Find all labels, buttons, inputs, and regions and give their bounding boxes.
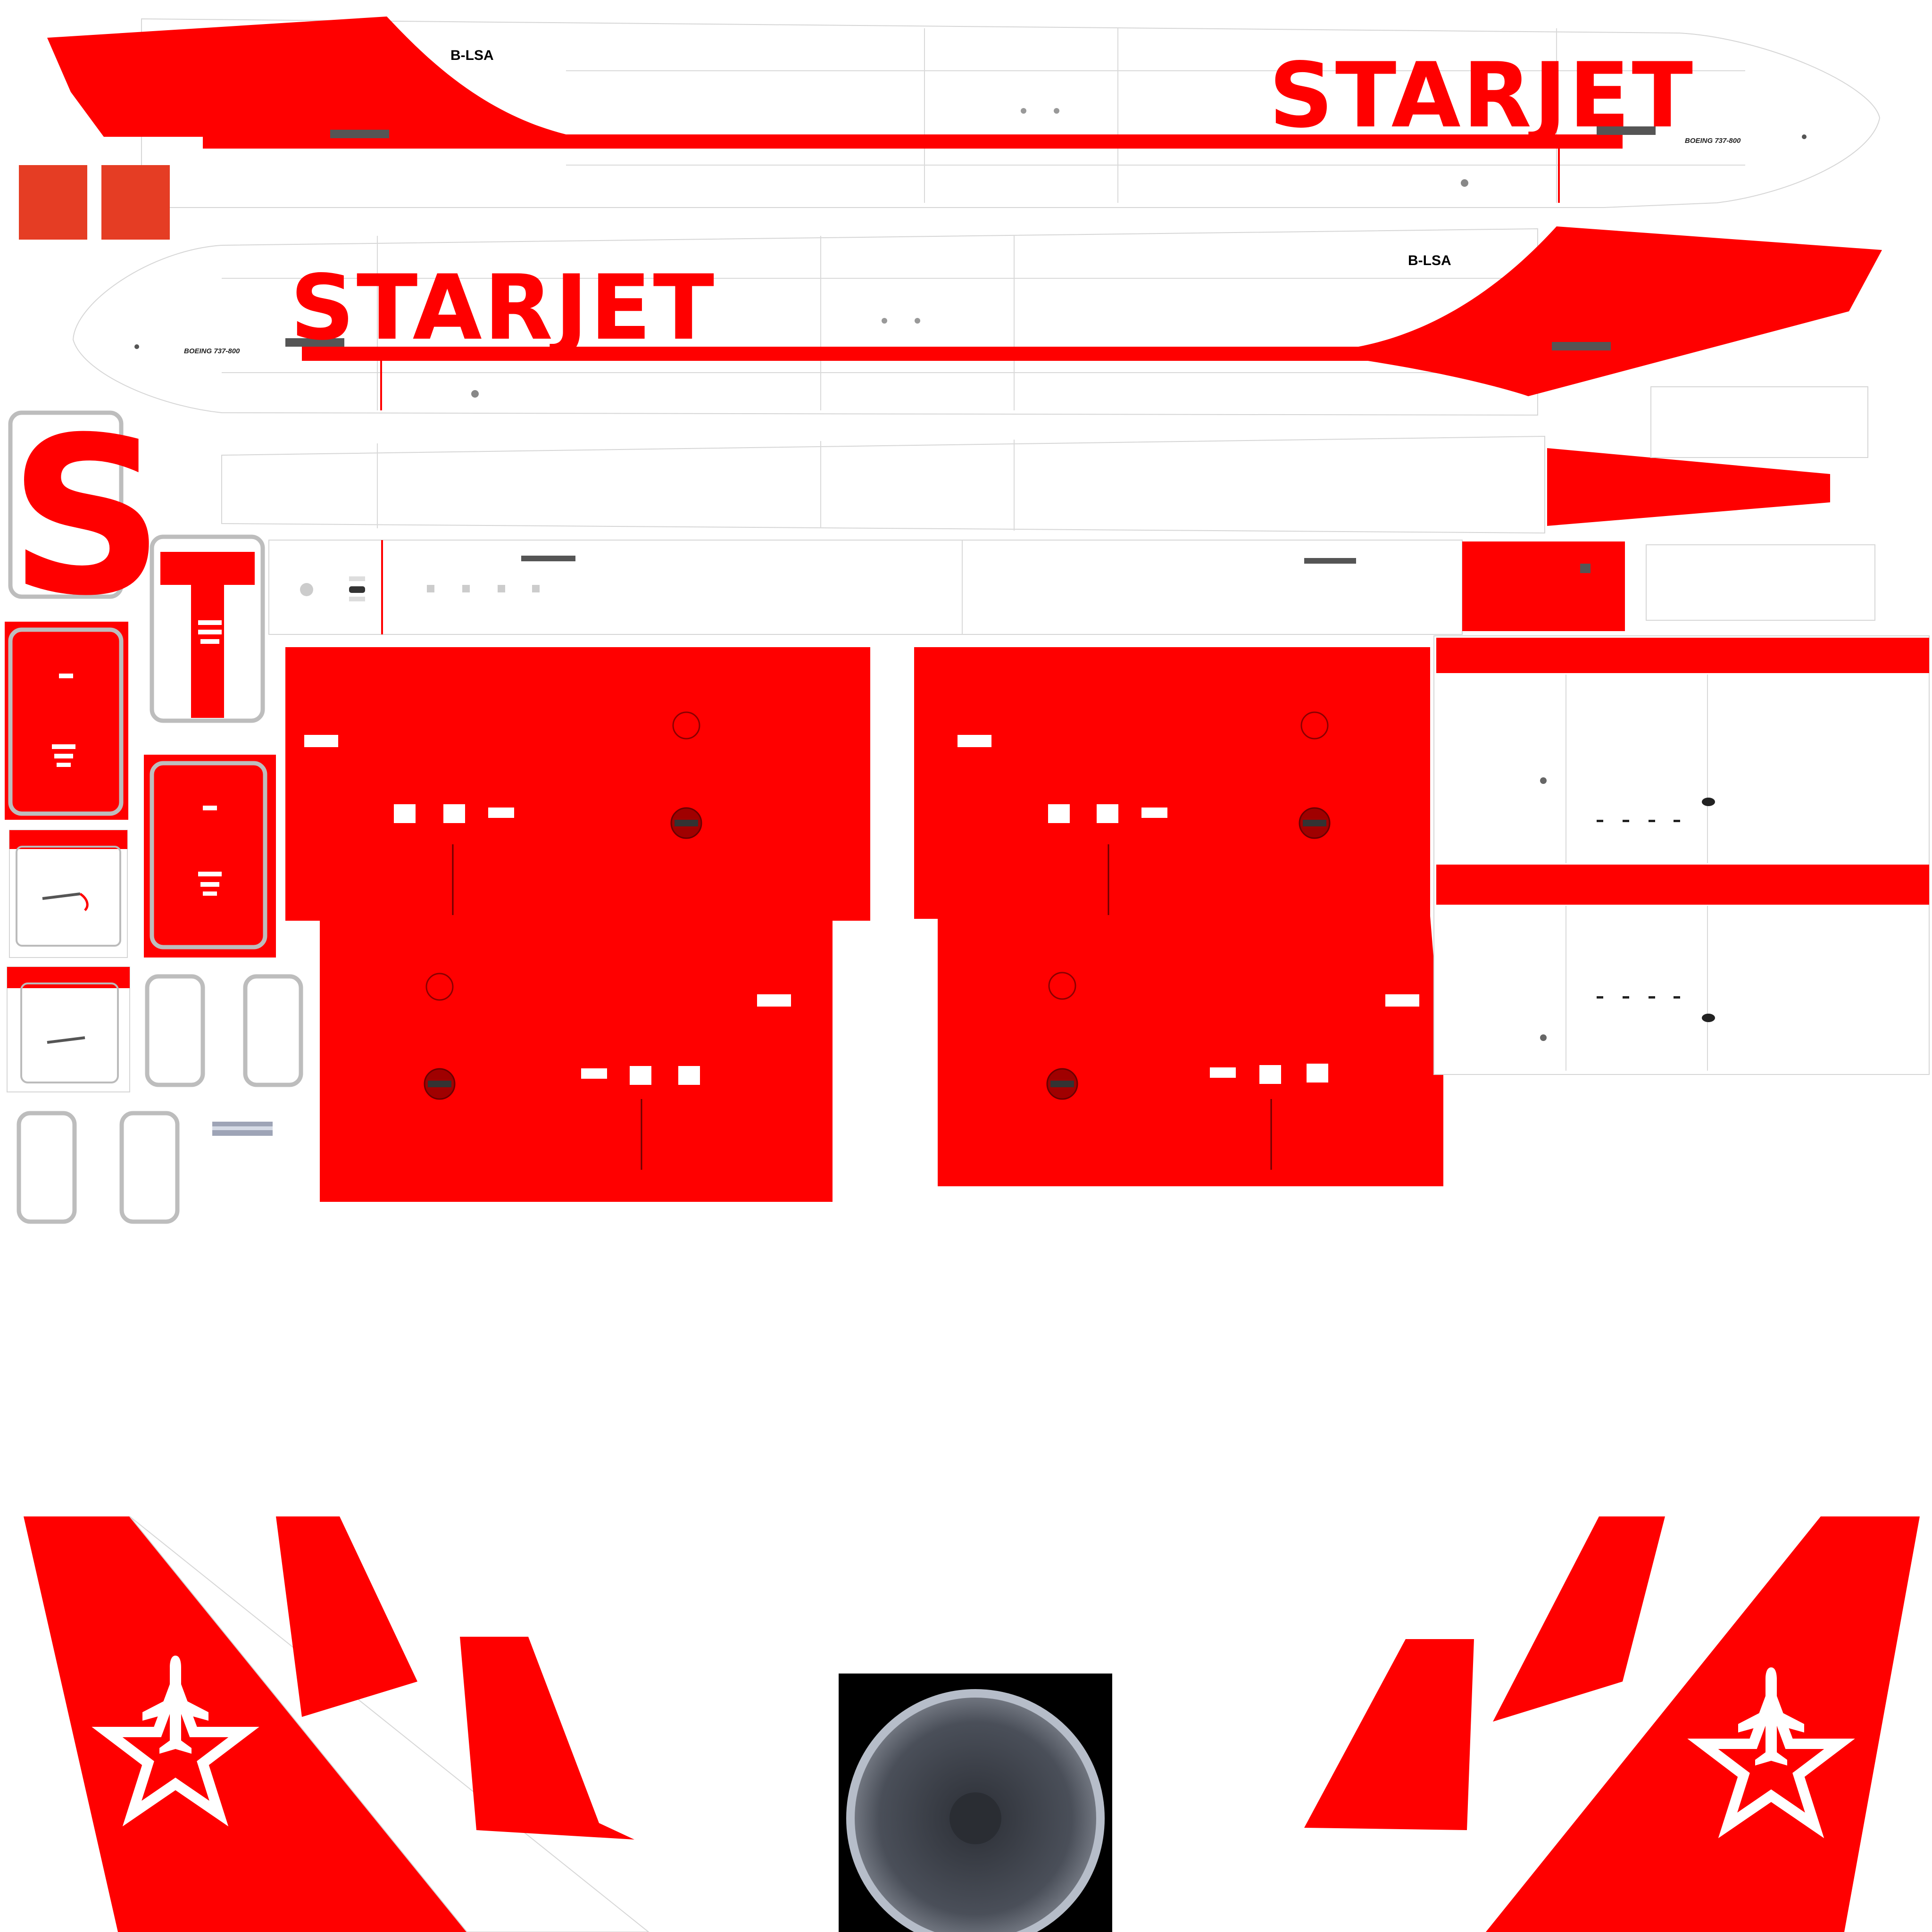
fuselage-bottom-strip <box>268 540 1875 635</box>
engine-panel-right <box>914 647 1443 1186</box>
engine-panel-left <box>285 647 870 1202</box>
color-swatch-1 <box>19 165 87 240</box>
horizontal-stabilizer <box>1433 635 1930 1075</box>
svg-text:S: S <box>8 391 165 643</box>
color-swatch-2 <box>101 165 170 240</box>
cargo-door-1 <box>9 830 128 958</box>
vertical-tail-right <box>1486 1516 1920 1932</box>
aircraft-model-left: BOEING 737-800 <box>1685 137 1741 145</box>
door-panel-t <box>150 534 265 723</box>
brand-wordmark-left: STARJET <box>1269 43 1695 148</box>
fuselage-right-side: B-LSA STARJET BOEING 737-800 <box>72 226 1882 416</box>
fuselage-left-side: B-LSA STARJET BOEING 737-800 <box>47 17 1881 208</box>
registration-right: B-LSA <box>1408 253 1451 268</box>
small-windows <box>17 974 303 1224</box>
engine-fan-icon <box>839 1674 1112 1932</box>
registration-left: B-LSA <box>450 48 494 63</box>
tail-pieces <box>276 1516 1665 1840</box>
fuselage-top-strip <box>221 386 1868 534</box>
cargo-door-2 <box>7 966 130 1092</box>
door-panel-s: S <box>8 391 165 643</box>
aircraft-model-right: BOEING 737-800 <box>184 347 240 355</box>
door-panel-red-2 <box>144 755 276 958</box>
door-panel-red-1 <box>5 622 128 820</box>
brand-wordmark-right: STARJET <box>290 256 716 360</box>
